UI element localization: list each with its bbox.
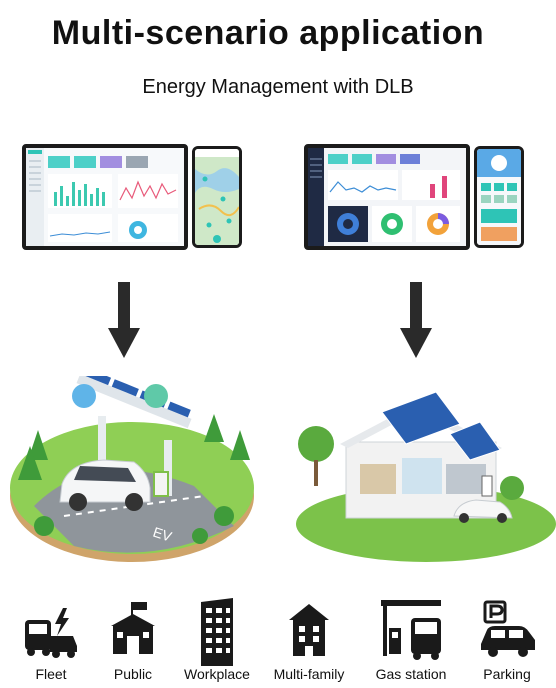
gas-station-label: Gas station [375, 666, 447, 682]
solar-house-icon [296, 391, 556, 562]
page-title: Multi-scenario application [51, 14, 485, 52]
parking-label: Parking [483, 666, 531, 682]
gas-station-icon [381, 600, 441, 660]
arrow-down-icon [400, 282, 432, 358]
right-device-group [304, 144, 526, 250]
application-workplace: Workplace [172, 596, 262, 688]
application-gas-station: Gas station [366, 596, 456, 688]
page-subtitle: Energy Management with DLB [142, 76, 414, 98]
application-parking: Parking [462, 596, 552, 688]
application-public: Public [88, 596, 178, 688]
fleet-icon [25, 608, 77, 658]
svg-text:EV: EV [151, 524, 174, 545]
laptop-dashboard-icon [22, 144, 188, 250]
public-label: Public [113, 666, 153, 682]
fleet-label: Fleet [35, 666, 67, 682]
public-icon [111, 602, 155, 654]
application-multi-family: Multi-family [264, 596, 354, 688]
phone-app-icon [474, 146, 524, 248]
application-icon-row: Fleet Public Workplace [0, 596, 556, 688]
multi-family-label: Multi-family [273, 666, 345, 682]
application-fleet: Fleet [6, 596, 96, 688]
laptop-dashboard-icon [304, 144, 470, 250]
arrow-down-icon [108, 282, 140, 358]
multi-family-icon [289, 604, 329, 656]
ev-charging-park-icon: EV [10, 376, 254, 562]
phone-map-icon [192, 146, 242, 248]
workplace-label: Workplace [184, 666, 250, 682]
parking-icon [481, 600, 535, 657]
workplace-icon [201, 598, 233, 666]
left-device-group [22, 144, 244, 250]
